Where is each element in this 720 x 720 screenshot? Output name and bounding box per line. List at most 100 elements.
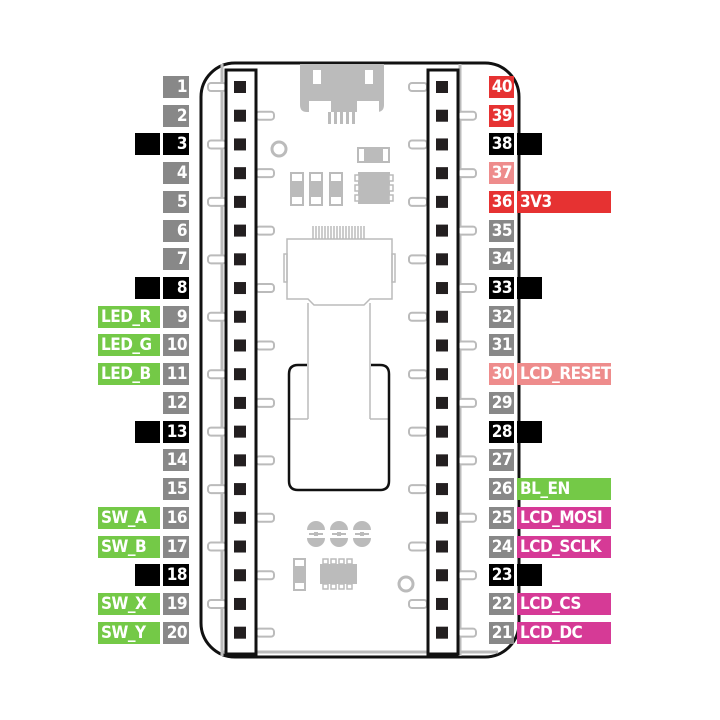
test-pad-top [270, 140, 288, 158]
pin-pad [234, 483, 246, 496]
ground-marker [517, 564, 542, 586]
pin-pad [234, 339, 246, 352]
castellation [408, 139, 428, 150]
pin-pad [234, 540, 246, 553]
resistor-array [290, 172, 343, 206]
pin-number-36: 36 [489, 191, 514, 213]
resistor-bottom [293, 558, 306, 591]
buttons [307, 521, 371, 547]
castellation [207, 139, 227, 150]
pin-number-18: 18 [163, 564, 189, 586]
pin-pad [436, 597, 448, 610]
pin-pad [234, 109, 246, 122]
pin-pad [436, 167, 448, 180]
pin-label-led-r: LED_R [98, 306, 160, 328]
castellation [207, 254, 227, 265]
pin-pad [436, 396, 448, 409]
pin-pad [436, 195, 448, 208]
castellation [255, 225, 275, 236]
pin-label-sw-x: SW_X [98, 593, 160, 615]
castellation [457, 397, 477, 408]
pin-pad [234, 569, 246, 582]
pin-pad [234, 626, 246, 639]
right-header-strip [426, 68, 460, 656]
castellation [207, 541, 227, 552]
castellation [408, 484, 428, 495]
pin-label-sw-a: SW_A [98, 507, 160, 529]
pin-pad [436, 368, 448, 381]
pin-number-22: 22 [489, 593, 514, 615]
pin-pad [436, 282, 448, 295]
castellation [457, 340, 477, 351]
castellation [207, 598, 227, 609]
pin-number-21: 21 [489, 622, 514, 644]
pin-number-28: 28 [489, 421, 514, 443]
pin-pad [234, 195, 246, 208]
castellation [207, 426, 227, 437]
castellation [408, 426, 428, 437]
ground-marker [517, 133, 542, 155]
castellation [207, 311, 227, 322]
pin-number-15: 15 [163, 478, 189, 500]
castellation [457, 627, 477, 638]
castellation [408, 254, 428, 265]
pin-number-13: 13 [163, 421, 189, 443]
pin-pad [436, 483, 448, 496]
pin-pad [234, 425, 246, 438]
castellation [255, 340, 275, 351]
pin-number-7: 7 [163, 248, 189, 270]
pin-number-17: 17 [163, 536, 189, 558]
ground-marker [135, 564, 160, 586]
pin-pad [436, 81, 448, 93]
pin-pad [436, 224, 448, 237]
pin-pad [436, 253, 448, 266]
pin-number-11: 11 [163, 363, 189, 385]
display-connector [283, 226, 396, 420]
pin-label-sw-b: SW_B [98, 536, 160, 558]
pin-pad [436, 626, 448, 639]
pin-pad [436, 138, 448, 151]
pin-number-6: 6 [163, 220, 189, 242]
castellation [408, 82, 428, 92]
pin-pad [436, 339, 448, 352]
castellation [255, 397, 275, 408]
pin-number-16: 16 [163, 507, 189, 529]
pin-label-lcd-sclk: LCD_SCLK [517, 536, 611, 558]
usb-connector [300, 64, 384, 124]
ic-chip-bottom [320, 558, 357, 590]
pin-pad [436, 569, 448, 582]
castellation [457, 110, 477, 121]
ground-marker [135, 421, 160, 443]
pin-number-1: 1 [163, 76, 189, 98]
pin-pad [234, 224, 246, 237]
pin-pad [234, 454, 246, 467]
resistor-top [357, 147, 390, 163]
pin-pad [234, 167, 246, 180]
castellation [457, 168, 477, 179]
ground-marker [517, 277, 542, 299]
ground-marker [135, 133, 160, 155]
castellation [255, 512, 275, 523]
pin-number-8: 8 [163, 277, 189, 299]
castellation [255, 455, 275, 466]
pin-pad [436, 454, 448, 467]
castellation [255, 110, 275, 121]
castellation [255, 627, 275, 638]
pin-pad [436, 425, 448, 438]
pin-number-20: 20 [163, 622, 189, 644]
pin-number-24: 24 [489, 536, 514, 558]
left-header-strip [224, 68, 258, 656]
castellation [457, 570, 477, 581]
pin-label-lcd-cs: LCD_CS [517, 593, 611, 615]
pin-number-40: 40 [489, 76, 514, 98]
pin-pad [234, 597, 246, 610]
pin-number-39: 39 [489, 105, 514, 127]
display-outline [287, 363, 391, 492]
pin-label-lcd-dc: LCD_DC [517, 622, 611, 644]
ground-marker [135, 277, 160, 299]
castellation [207, 369, 227, 380]
pin-number-26: 26 [489, 478, 514, 500]
castellation [207, 484, 227, 495]
